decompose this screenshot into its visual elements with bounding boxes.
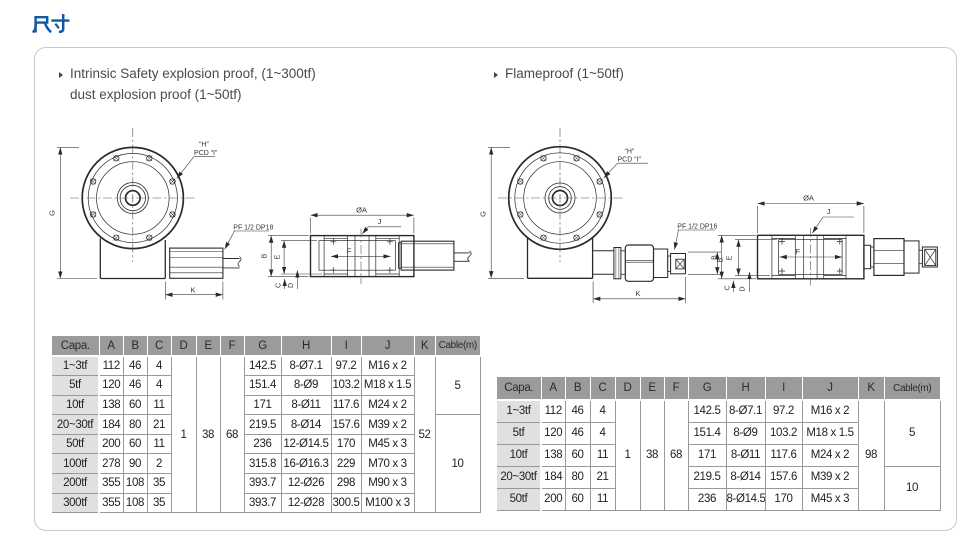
svg-text:“H”: “H” <box>199 142 209 149</box>
svg-text:K: K <box>635 289 640 298</box>
svg-text:E: E <box>274 254 281 259</box>
svg-text:J: J <box>827 207 831 216</box>
svg-text:F: F <box>347 246 352 255</box>
svg-text:ØA: ØA <box>356 205 367 214</box>
svg-text:J: J <box>378 217 382 226</box>
svg-text:F: F <box>796 247 801 256</box>
svg-text:C: C <box>276 283 283 288</box>
svg-text:PF 1/2 DP18: PF 1/2 DP18 <box>233 224 273 231</box>
svg-text:C: C <box>724 285 731 290</box>
svg-text:E: E <box>727 255 734 260</box>
svg-text:“H”: “H” <box>625 149 635 156</box>
svg-text:D: D <box>739 286 746 291</box>
svg-text:D: D <box>288 283 295 288</box>
svg-text:B: B <box>712 255 719 260</box>
svg-text:K: K <box>190 286 195 295</box>
svg-text:PF 1/2 DP16: PF 1/2 DP16 <box>677 223 717 230</box>
svg-text:B: B <box>718 257 725 262</box>
svg-text:ØA: ØA <box>803 194 814 203</box>
svg-text:PCD “I”: PCD “I” <box>618 157 642 164</box>
svg-text:PCD “I”: PCD “I” <box>194 150 218 157</box>
svg-text:B: B <box>262 253 269 258</box>
svg-text:G: G <box>479 211 488 217</box>
svg-text:G: G <box>48 210 57 216</box>
